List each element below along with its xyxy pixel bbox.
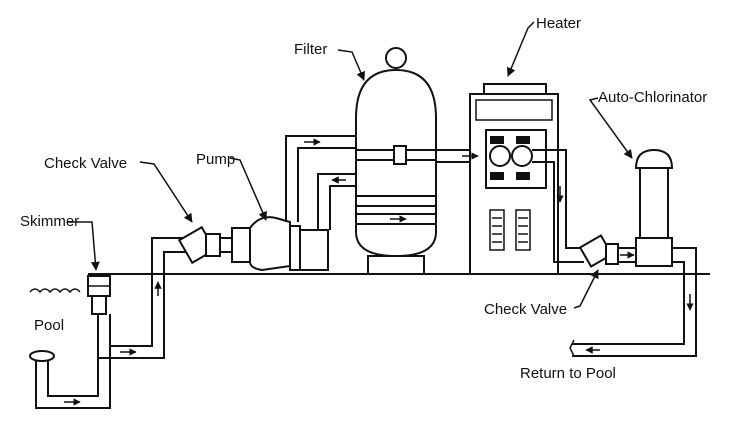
water-surface xyxy=(29,288,81,294)
main-drain xyxy=(29,350,55,362)
suction-pipe xyxy=(35,237,196,409)
auto-chlorinator xyxy=(634,148,674,267)
skimmer xyxy=(87,275,111,315)
label-check-valve-top: Check Valve xyxy=(44,155,127,172)
flow-arrows xyxy=(64,138,694,406)
label-filter: Filter xyxy=(294,41,327,58)
check-valve-bottom xyxy=(578,234,619,268)
label-pool: Pool xyxy=(34,317,64,334)
check-valve-top xyxy=(177,225,221,265)
label-heater: Heater xyxy=(536,15,581,32)
filter xyxy=(355,47,437,275)
heater-chlorinator-pipe xyxy=(532,149,584,263)
return-pipe xyxy=(569,247,697,357)
pipe-valve-chlorinator xyxy=(618,247,636,263)
label-skimmer: Skimmer xyxy=(20,213,79,230)
leader-lines xyxy=(68,21,633,309)
pump xyxy=(231,216,329,272)
label-pump: Pump xyxy=(196,151,235,168)
label-check-valve-bottom: Check Valve xyxy=(484,301,567,318)
heater xyxy=(469,83,559,275)
pump-filter-pipe xyxy=(285,135,360,230)
pipe-valve-pump xyxy=(220,237,232,253)
label-auto-chlorinator: Auto-Chlorinator xyxy=(598,89,707,106)
label-return-to-pool: Return to Pool xyxy=(520,365,616,382)
